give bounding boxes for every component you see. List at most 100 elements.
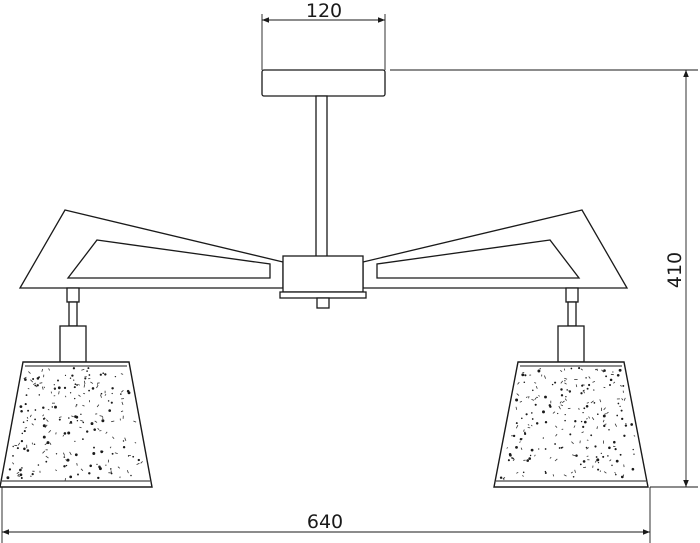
shade-speckle	[564, 413, 566, 416]
shade-speckle	[560, 404, 564, 407]
shade-speckle	[516, 393, 520, 396]
shade-speckle	[140, 461, 143, 464]
shade-speckle	[614, 471, 617, 474]
shade-speckle	[86, 370, 88, 372]
shade-speckle	[63, 452, 65, 456]
shade-speckle	[23, 447, 26, 451]
shade-speckle	[615, 459, 619, 463]
shade-speckle	[30, 379, 34, 383]
shade-speckle	[534, 397, 537, 401]
dimension-overall-height: 410	[390, 69, 698, 488]
shade-speckle	[604, 423, 607, 425]
shade-speckle	[55, 432, 57, 435]
shade-speckle	[582, 460, 586, 463]
shade-speckle	[508, 453, 512, 456]
shade-speckle	[43, 417, 46, 420]
shade-speckle	[566, 389, 568, 391]
shade-speckle	[114, 452, 118, 454]
shade-speckle	[96, 384, 99, 389]
shade-speckle	[499, 476, 503, 479]
shade-speckle	[552, 411, 556, 414]
shade-speckle	[633, 435, 636, 437]
shade-speckle	[560, 394, 564, 397]
shade-speckle	[617, 402, 620, 405]
shade-speckle	[582, 411, 584, 414]
shade-speckle	[544, 395, 547, 399]
shade-speckle	[524, 374, 527, 377]
shade-speckle	[564, 382, 567, 385]
shade-speckle	[71, 374, 74, 377]
shade-speckle	[572, 476, 575, 478]
shade-speckle	[112, 436, 115, 440]
shade-speckle	[609, 378, 613, 382]
shade-speckle	[564, 398, 567, 401]
shade-speckle	[631, 467, 635, 471]
shade-speckle	[96, 404, 100, 408]
shade-speckle	[27, 409, 30, 412]
shade-speckle	[597, 413, 599, 416]
shade-speckle	[531, 412, 533, 414]
shade-speckle	[531, 399, 535, 401]
shade-speckle	[88, 389, 90, 392]
shade-speckle	[88, 472, 91, 475]
shade-speckle	[619, 453, 622, 456]
shade-speckle	[54, 405, 57, 409]
shade-speckle	[602, 414, 606, 418]
shade-speckle	[581, 384, 584, 387]
shade-speckle	[32, 382, 37, 386]
shade-speckle	[63, 465, 66, 468]
shade-speckle	[100, 450, 104, 454]
shade-speckle	[586, 402, 589, 404]
shade-speckle	[58, 418, 61, 421]
shade-speckle	[37, 464, 40, 466]
shade-speckle	[506, 447, 509, 449]
shade-speckle	[596, 458, 600, 462]
shade-speckle	[602, 419, 605, 423]
shade-speckle	[17, 475, 20, 477]
shade-speckle	[42, 435, 46, 439]
shade-speckle	[606, 411, 609, 414]
shade-speckle	[603, 369, 606, 372]
shade-speckle	[530, 424, 533, 427]
shade-speckle	[134, 442, 137, 444]
shade-speckle	[600, 452, 602, 454]
shade-speckle	[46, 419, 49, 422]
shade-speckle	[21, 432, 24, 435]
shade-speckle	[597, 461, 600, 464]
shade-speckle	[104, 373, 107, 376]
shade-speckle	[551, 383, 554, 386]
shade-speckle	[42, 406, 45, 409]
shade-speckle	[519, 441, 521, 443]
shade-speckle	[554, 381, 557, 384]
shade-speckle	[90, 422, 94, 426]
shade-speckle	[588, 383, 591, 387]
shade-speckle	[623, 434, 626, 437]
shade-speckle	[79, 426, 82, 429]
shade-speckle	[574, 469, 576, 473]
shade-speckle	[521, 373, 525, 377]
shade-speckle	[65, 459, 68, 462]
shade-speckle	[570, 367, 573, 370]
shade-speckle	[521, 417, 523, 420]
shade-speckle	[603, 471, 607, 474]
shade-speckle	[542, 410, 545, 414]
shade-speckle	[527, 424, 530, 426]
shade-speckle	[136, 462, 140, 465]
shade-speckle	[596, 426, 598, 430]
shade-speckle	[69, 377, 72, 379]
shade-speckle	[42, 417, 45, 420]
shade-speckle	[20, 439, 24, 443]
shade-speckle	[520, 447, 523, 450]
shade-speckle	[65, 464, 68, 467]
shade-speckle	[45, 455, 49, 459]
shade-speckle	[74, 383, 77, 386]
shade-speckle	[122, 440, 125, 442]
shade-speckle	[110, 401, 113, 404]
shade-speckle	[100, 394, 102, 398]
shade-speckle	[30, 475, 32, 477]
shade-speckle	[564, 419, 566, 422]
shade-speckle	[34, 409, 37, 411]
shade-speckle	[17, 474, 20, 476]
shade-speckle	[519, 437, 523, 441]
